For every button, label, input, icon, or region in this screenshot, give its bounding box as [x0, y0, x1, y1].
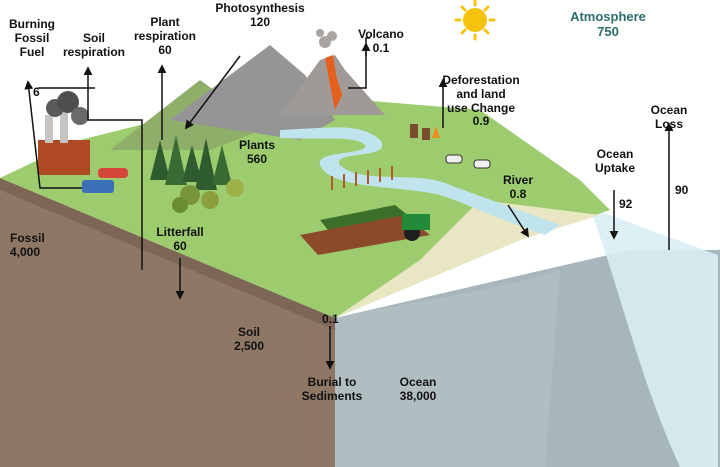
soil-respiration-label: Soil respiration — [58, 31, 130, 60]
mountain-gray — [170, 45, 335, 140]
soil-respiration-line1: Soil — [82, 31, 105, 45]
plant-respiration-value: 60 — [158, 42, 172, 57]
river-arrow — [507, 204, 529, 238]
plants-value: 560 — [246, 151, 268, 166]
deforestation-label: Deforestation and land use Change 0.9 — [436, 73, 526, 129]
fossil-name: Fossil — [10, 231, 45, 245]
ocean-label: Ocean 38,000 — [388, 375, 448, 404]
ocean-name: Ocean — [399, 375, 437, 389]
burning-fossil-fuel-value: 6 — [33, 85, 40, 99]
river-value: 0.8 — [509, 186, 527, 201]
fossil-label: Fossil 4,000 — [10, 231, 68, 260]
ocean-uptake-value: 92 — [619, 197, 633, 211]
burial-label: Burial to Sediments — [298, 375, 366, 404]
volcano-arrow — [348, 37, 370, 89]
forest-icon — [150, 135, 244, 213]
river-name: River — [502, 173, 534, 187]
burial-line2: Sediments — [301, 388, 363, 403]
fossil-fuel-arrow — [24, 80, 82, 189]
emission-arrows-icon — [331, 166, 393, 190]
sun-icon — [454, 0, 496, 41]
burning-fossil-fuel-line3: Fuel — [19, 44, 45, 59]
volcano-value: 0.1 — [372, 40, 390, 55]
river-label: River 0.8 — [500, 173, 536, 202]
burial-line1: Burial to — [307, 375, 357, 389]
plants-label: Plants 560 — [234, 138, 280, 167]
photosynthesis-value: 120 — [249, 14, 271, 29]
photosynthesis-arrow — [184, 55, 241, 130]
plant-respiration-line1: Plant — [150, 15, 180, 29]
plants-name: Plants — [238, 138, 275, 152]
plant-respiration-label: Plant respiration 60 — [132, 15, 198, 57]
ocean-uptake-label: Ocean Uptake — [588, 147, 642, 176]
car-icon — [98, 168, 128, 178]
deforestation-line3: use Change — [446, 100, 515, 115]
volcano-label: Volcano 0.1 — [352, 27, 410, 56]
soil-label: Soil 2,500 — [224, 325, 274, 354]
atmosphere-value: 750 — [597, 23, 619, 39]
deforestation-value: 0.9 — [472, 114, 490, 129]
ocean-uptake-line2: Uptake — [594, 160, 635, 175]
ocean-loss-line1: Ocean — [650, 103, 688, 117]
ocean-uptake-line1: Ocean — [596, 147, 634, 161]
river — [280, 127, 560, 235]
atmosphere-label: Atmosphere 750 — [568, 9, 648, 40]
photosynthesis-name: Photosynthesis — [215, 1, 305, 15]
ocean-value: 38,000 — [399, 388, 437, 403]
deforestation-icon — [410, 124, 440, 140]
litterfall-value: 60 — [173, 238, 187, 253]
fossil-value: 4,000 — [10, 244, 41, 259]
atmosphere-name: Atmosphere — [570, 9, 646, 24]
cropland-icon — [300, 205, 430, 255]
litterfall-name: Litterfall — [156, 225, 204, 239]
ocean-surface — [590, 208, 718, 467]
soil-top-band — [0, 178, 335, 330]
ocean-loss-label: Ocean Loss — [640, 103, 698, 132]
soil-name: Soil — [237, 325, 260, 339]
plant-respiration-line2: respiration — [133, 28, 196, 43]
soil-respiration-arrow — [83, 66, 143, 270]
burning-fossil-fuel-line1: Burning — [9, 17, 55, 31]
burial-value: 0.1 — [322, 312, 339, 326]
van-icon — [82, 180, 114, 193]
ocean-loss-line2: Loss — [654, 116, 683, 131]
soil-respiration-line2: respiration — [62, 44, 125, 59]
burning-fossil-fuel-line2: Fossil — [14, 30, 50, 45]
deforestation-line1: Deforestation — [442, 73, 520, 87]
seafloor-slope — [335, 270, 560, 467]
litterfall-label: Litterfall 60 — [148, 225, 212, 254]
cattle-icon — [445, 154, 491, 169]
flux-arrows — [24, 37, 674, 370]
deforestation-line2: and land — [456, 86, 506, 101]
soil-cross-section — [0, 178, 335, 467]
ocean-loss-value: 90 — [675, 183, 689, 197]
photosynthesis-label: Photosynthesis 120 — [206, 1, 314, 30]
smoke-icon — [316, 29, 337, 48]
soil-value: 2,500 — [233, 338, 265, 353]
burning-fossil-fuel-label: Burning Fossil Fuel — [6, 17, 58, 59]
volcano-name: Volcano — [358, 27, 404, 41]
factory-icon — [38, 91, 90, 175]
lava-icon — [325, 55, 342, 110]
